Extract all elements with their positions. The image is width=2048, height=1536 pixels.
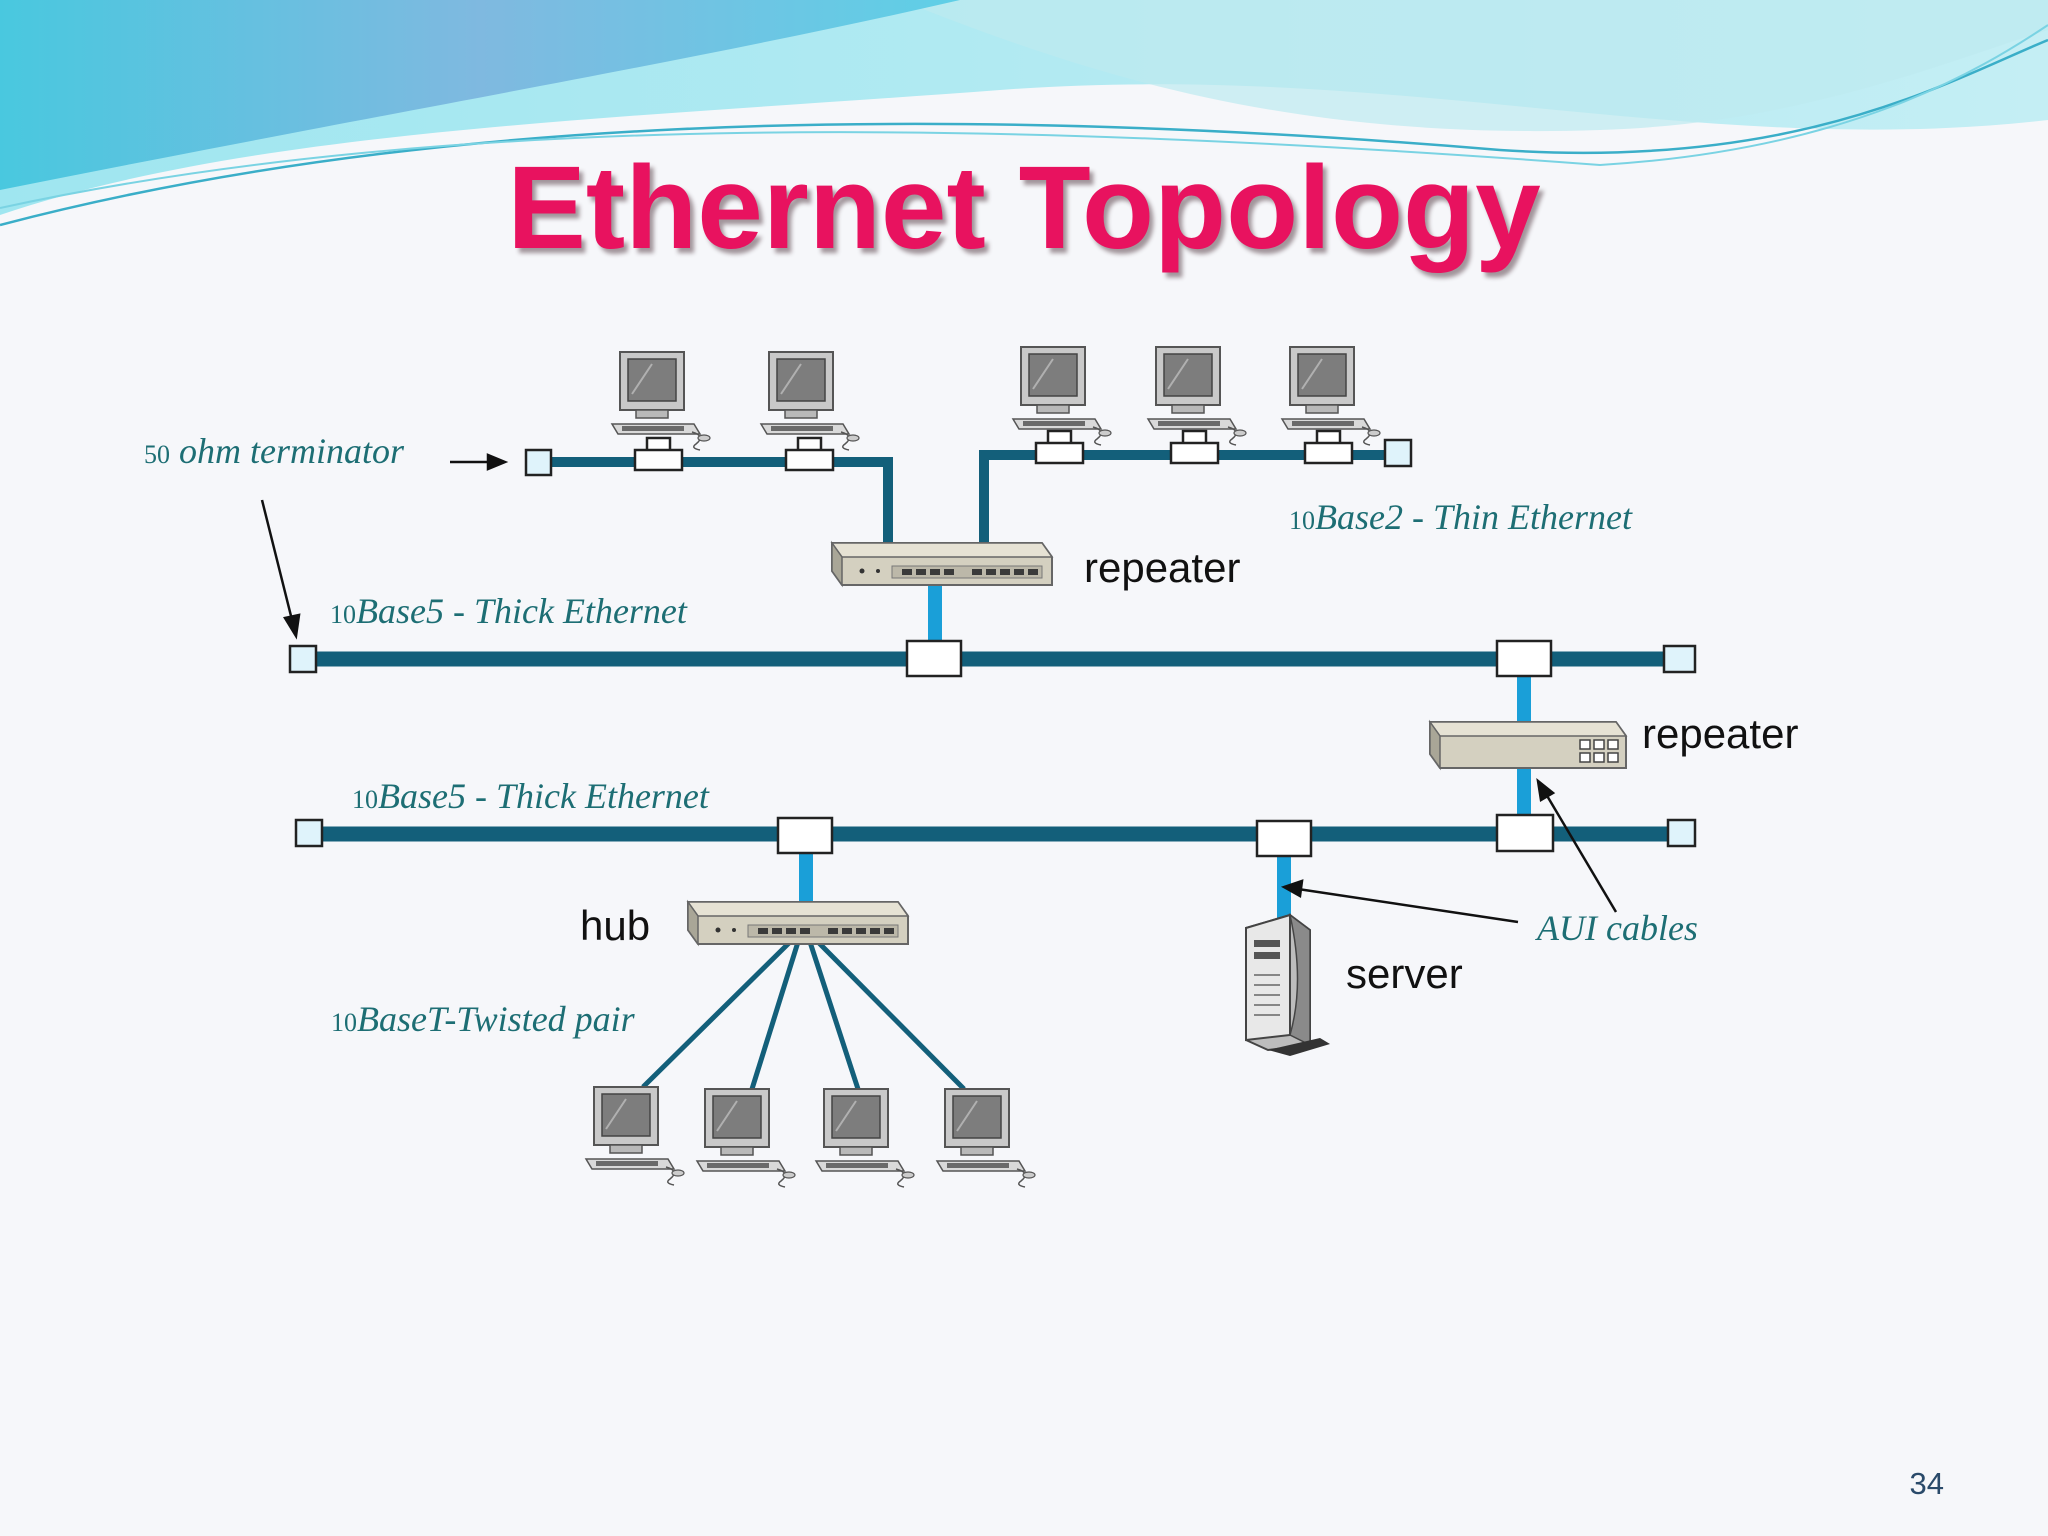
label-server: server xyxy=(1346,950,1463,997)
label-50-ohm-terminator: 50 ohm terminator xyxy=(144,431,404,471)
label-10base5-thick-1: 10Base5 - Thick Ethernet xyxy=(330,591,687,631)
computer-icon xyxy=(585,1086,685,1186)
terminator-thin-left xyxy=(524,448,553,477)
label-hub: hub xyxy=(580,902,651,949)
page-number: 34 xyxy=(1909,1466,1944,1501)
transceivers xyxy=(776,639,1555,858)
arrow-aui-server xyxy=(1297,887,1519,924)
t-connector-4 xyxy=(1169,429,1220,465)
label-10base2-thin: 10Base2 - Thin Ethernet xyxy=(1289,497,1632,537)
arrow-aui-repeater xyxy=(1544,793,1618,913)
computer-icon xyxy=(936,1088,1036,1188)
t-connector-2 xyxy=(784,436,835,472)
terminator-thick1-right xyxy=(1662,644,1697,674)
repeater-1-device xyxy=(831,542,1053,586)
terminator-thick2-left xyxy=(294,818,324,848)
repeater-2-device xyxy=(1428,719,1628,771)
t-connectors xyxy=(633,429,1354,472)
label-10base5-thick-2: 10Base5 - Thick Ethernet xyxy=(352,776,709,816)
thin-ethernet-cable-left xyxy=(551,457,893,545)
terminator-thin-right xyxy=(1383,438,1413,468)
label-10baset-twisted-pair: 10BaseT-Twisted pair xyxy=(331,999,635,1039)
slide-title: Ethernet Topology xyxy=(507,142,1541,274)
t-connector-5 xyxy=(1303,429,1354,465)
thin-ethernet-cable-right xyxy=(979,450,1388,545)
t-connector-1 xyxy=(633,436,684,472)
computer-icon xyxy=(760,351,860,451)
label-repeater-1: repeater xyxy=(1084,544,1241,591)
label-aui-cables: AUI cables xyxy=(1537,908,1698,948)
header-wave-dark xyxy=(0,0,960,190)
transceiver-thick2-server xyxy=(1255,819,1313,858)
hub-device xyxy=(687,901,909,945)
transceiver-thick1-a xyxy=(905,639,963,678)
annotation-arrows xyxy=(260,453,1618,924)
computer-icon xyxy=(815,1088,915,1188)
terminators xyxy=(288,438,1697,848)
terminator-thick1-left xyxy=(288,644,318,674)
twisted-pair-cables xyxy=(641,940,966,1091)
transceiver-thick1-b xyxy=(1495,639,1553,678)
header-wave-front xyxy=(0,0,2048,132)
terminator-thick2-right xyxy=(1666,818,1697,848)
label-repeater-2: repeater xyxy=(1642,710,1799,757)
arrow-terminator-thick xyxy=(260,499,294,621)
t-connector-3 xyxy=(1034,429,1085,465)
transceiver-thick2-repeater xyxy=(1495,813,1555,853)
transceiver-thick2-hub xyxy=(776,816,834,855)
computer-icon xyxy=(611,351,711,451)
server-icon xyxy=(1245,913,1330,1056)
computer-icon xyxy=(696,1088,796,1188)
